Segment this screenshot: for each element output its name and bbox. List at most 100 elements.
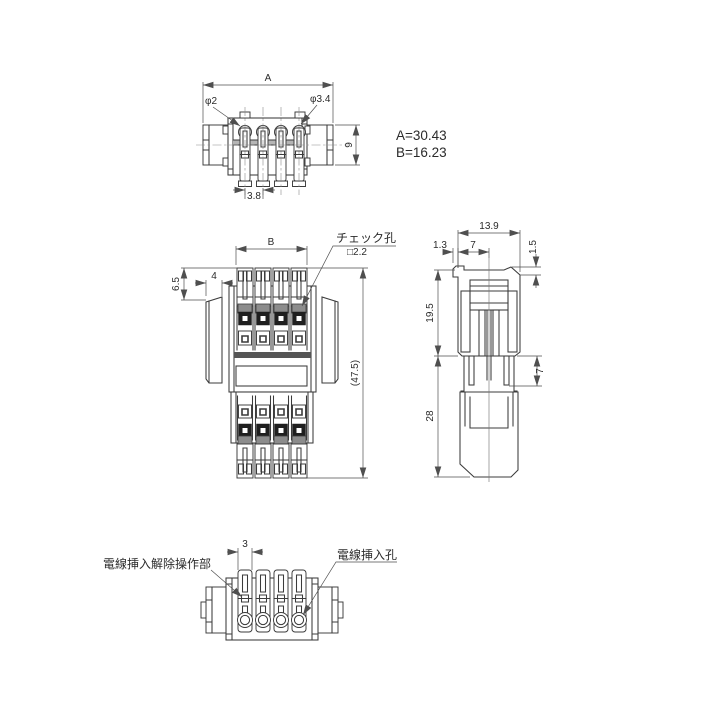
lever-feet <box>238 180 306 187</box>
upper-terminals <box>236 267 308 351</box>
dim-13-extensions <box>452 248 490 268</box>
wire-hole-inner <box>293 614 305 626</box>
side-view-body <box>452 258 521 482</box>
right-boss <box>317 586 339 634</box>
lever-slots <box>238 127 306 187</box>
dim-65-extensions <box>181 267 237 301</box>
bottom-view-dimensions: 3 電線挿入解除操作部 電線挿入孔 <box>103 539 397 616</box>
lever-slot-details <box>239 130 305 159</box>
scale-notes: A=30.43 B=16.23 <box>396 128 447 160</box>
check-hole-gray <box>273 435 289 445</box>
dim-7b-label: 7 <box>535 368 546 374</box>
check-hole-gray <box>237 435 253 445</box>
right-wing <box>321 296 339 384</box>
top-view: A φ2 φ3.4 9 3.8 <box>196 73 360 202</box>
dim-15-label: 1.5 <box>528 240 539 254</box>
bottom-view: 3 電線挿入解除操作部 電線挿入孔 <box>103 539 397 641</box>
note-a-value: A=30.43 <box>396 128 447 143</box>
terminal <box>254 443 272 479</box>
housing-steps <box>225 577 319 641</box>
check-hole-leader <box>301 245 396 307</box>
dim-475-extensions <box>307 267 368 479</box>
terminal <box>236 443 254 479</box>
dim-28-label: 28 <box>425 410 436 422</box>
dim-pitch-label: 3.8 <box>247 191 261 202</box>
dim-a-extensions <box>202 82 334 123</box>
label-plate <box>235 365 308 387</box>
left-wing <box>205 296 223 384</box>
side-view: 13.9 1.3 7 1.5 19.5 7 28 <box>425 221 546 482</box>
lower-terminals <box>236 443 308 479</box>
terminal-details <box>236 447 308 475</box>
boss-step-4 <box>304 157 311 167</box>
check-hole-gray <box>291 303 307 314</box>
check-hole-size: □2.2 <box>347 247 367 258</box>
side-latch-right <box>507 290 518 353</box>
check-hole-gray <box>255 435 271 445</box>
wire-insertion-holes <box>237 612 307 628</box>
lower-channels <box>236 395 308 441</box>
dia-small-label: φ2 <box>205 96 217 107</box>
side-neck-prong-left <box>468 355 475 386</box>
side-neck <box>460 355 518 392</box>
dim-65-label: 6.5 <box>171 277 182 291</box>
wire-hole-inner <box>257 614 269 626</box>
dia-large-label: φ3.4 <box>310 94 331 105</box>
left-boss-step <box>200 601 207 619</box>
check-hole-label: チェック孔 <box>336 231 396 245</box>
terminal <box>272 267 290 307</box>
lower-contact-row <box>238 404 306 419</box>
front-view-body <box>205 267 339 479</box>
terminal <box>236 267 254 307</box>
check-hole-gray <box>255 303 271 314</box>
terminal <box>254 267 272 307</box>
dia-large-leader <box>300 104 318 125</box>
side-latch-left <box>460 290 471 353</box>
side-prong-right <box>492 309 500 357</box>
contact-window <box>238 330 252 346</box>
wire-hole <box>291 612 307 628</box>
contact-window <box>238 404 252 419</box>
dim-9-label: 9 <box>344 142 355 148</box>
check-hole-row <box>237 303 307 326</box>
mating-band <box>234 352 311 358</box>
dim-195-extensions <box>434 269 458 357</box>
dim-b-label: B <box>268 237 275 248</box>
top-view-dimensions: A φ2 φ3.4 9 3.8 <box>202 73 360 202</box>
dim-195-label: 19.5 <box>425 303 436 323</box>
boss-step-2 <box>222 157 229 167</box>
wire-hole-leader <box>302 561 397 616</box>
terminal <box>272 443 290 479</box>
contact-window <box>274 330 288 346</box>
contact-window <box>256 404 270 419</box>
dim-139-label: 13.9 <box>479 221 499 232</box>
front-view-dimensions: B チェック孔 □2.2 6.5 4 (47.5) <box>171 231 396 479</box>
top-view-body <box>196 107 348 195</box>
wire-hole-label: 電線挿入孔 <box>337 547 397 562</box>
dim-a-label: A <box>265 73 272 84</box>
side-prong-left <box>478 309 486 357</box>
wire-hole-inner <box>239 614 251 626</box>
dim-13-label: 1.3 <box>433 240 447 251</box>
dim-475-label: (47.5) <box>350 360 361 386</box>
terminal-details <box>236 270 308 300</box>
dim-4-extensions <box>205 280 223 296</box>
dim-7a-label: 7 <box>470 240 476 251</box>
side-view-dimensions: 13.9 1.3 7 1.5 19.5 7 28 <box>425 221 546 478</box>
wire-hole <box>273 612 289 628</box>
terminal-channels <box>236 305 308 351</box>
dim-3-extensions <box>237 548 253 570</box>
side-neck-prong-right <box>503 355 510 386</box>
contact-window-holes <box>241 408 303 416</box>
upper-housing-steps <box>233 285 312 393</box>
contact-window <box>292 330 306 346</box>
lower-check-row <box>237 423 307 445</box>
side-center-prongs <box>486 309 492 381</box>
wire-hole-inner <box>275 614 287 626</box>
check-hole-gray <box>273 303 289 314</box>
wire-hole <box>255 612 271 628</box>
contact-window-holes <box>241 335 303 343</box>
lower-housing-steps <box>235 391 309 444</box>
